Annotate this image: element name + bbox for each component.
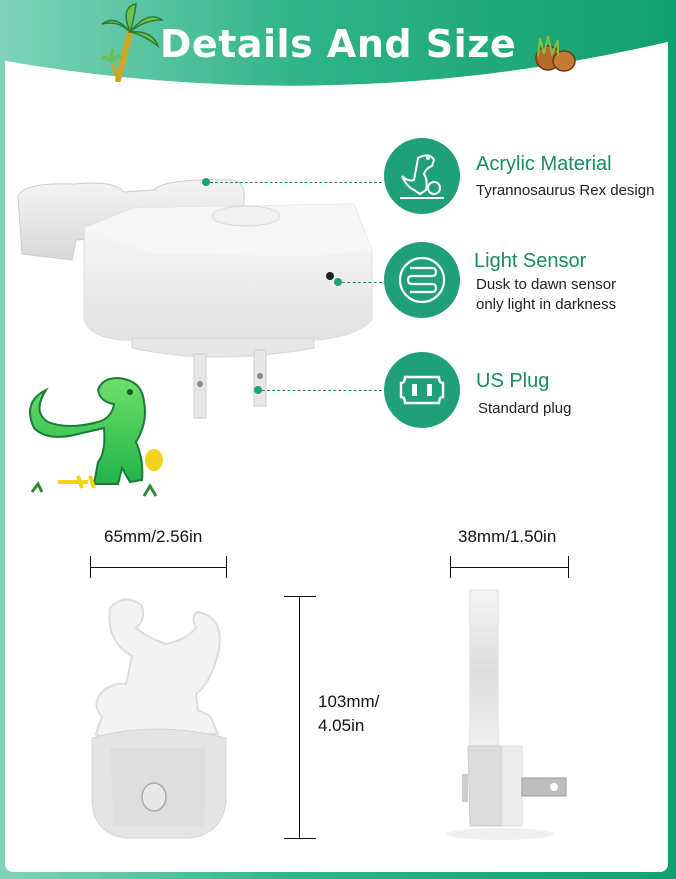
width-dimension-line [91, 567, 227, 568]
light-sensor-feature-desc-1: Dusk to dawn sensor [476, 276, 617, 293]
product-side-view [446, 589, 567, 840]
page-title: Details And Size [159, 22, 517, 66]
light-sensor-feature-icon [384, 242, 460, 318]
sensor-callout-dot [334, 278, 342, 286]
acrylic-feature-desc: Tyrannosaurus Rex design [476, 182, 655, 199]
light-sensor-icon [398, 256, 446, 304]
depth-dim-tick-right [568, 556, 569, 578]
product-3d-image [17, 179, 373, 419]
height-dim-tick-top [284, 596, 316, 597]
plug-callout-line [262, 390, 382, 391]
plug-callout-dot [254, 386, 262, 394]
height-dim-tick-bottom [284, 838, 316, 839]
us-plug-feature-desc: Standard plug [478, 400, 572, 417]
us-plug-feature-icon [384, 352, 460, 428]
palm-tree-icon [100, 3, 165, 82]
rocks-grass-icon [535, 35, 576, 72]
sensor-callout-line [342, 282, 382, 283]
height-dimension-label-2: 4.05in [318, 716, 365, 735]
acrylic-callout-line [210, 182, 382, 183]
header-banner: Details And Size [0, 0, 676, 100]
product-front-view [91, 598, 227, 839]
us-plug-feature-title: US Plug [476, 370, 550, 392]
light-sensor-feature-title: Light Sensor [474, 250, 587, 272]
depth-dim-tick-left [450, 556, 451, 578]
width-dim-tick-left [90, 556, 91, 578]
depth-dimension-line [451, 567, 569, 568]
width-dim-tick-right [226, 556, 227, 578]
depth-dimension-label: 38mm/1.50in [458, 527, 557, 546]
us-plug-icon [399, 375, 445, 405]
green-dinosaur-illustration [29, 376, 163, 497]
light-sensor-feature-desc-2: only light in darkness [476, 296, 617, 313]
dinosaur-icon [400, 154, 444, 199]
acrylic-feature-icon [384, 138, 460, 214]
height-dimension-label-1: 103mm/ [318, 692, 380, 711]
width-dimension-label: 65mm/2.56in [104, 527, 203, 546]
acrylic-feature-title: Acrylic Material [476, 153, 612, 175]
acrylic-callout-dot [202, 178, 210, 186]
height-dimension-line [299, 596, 300, 838]
